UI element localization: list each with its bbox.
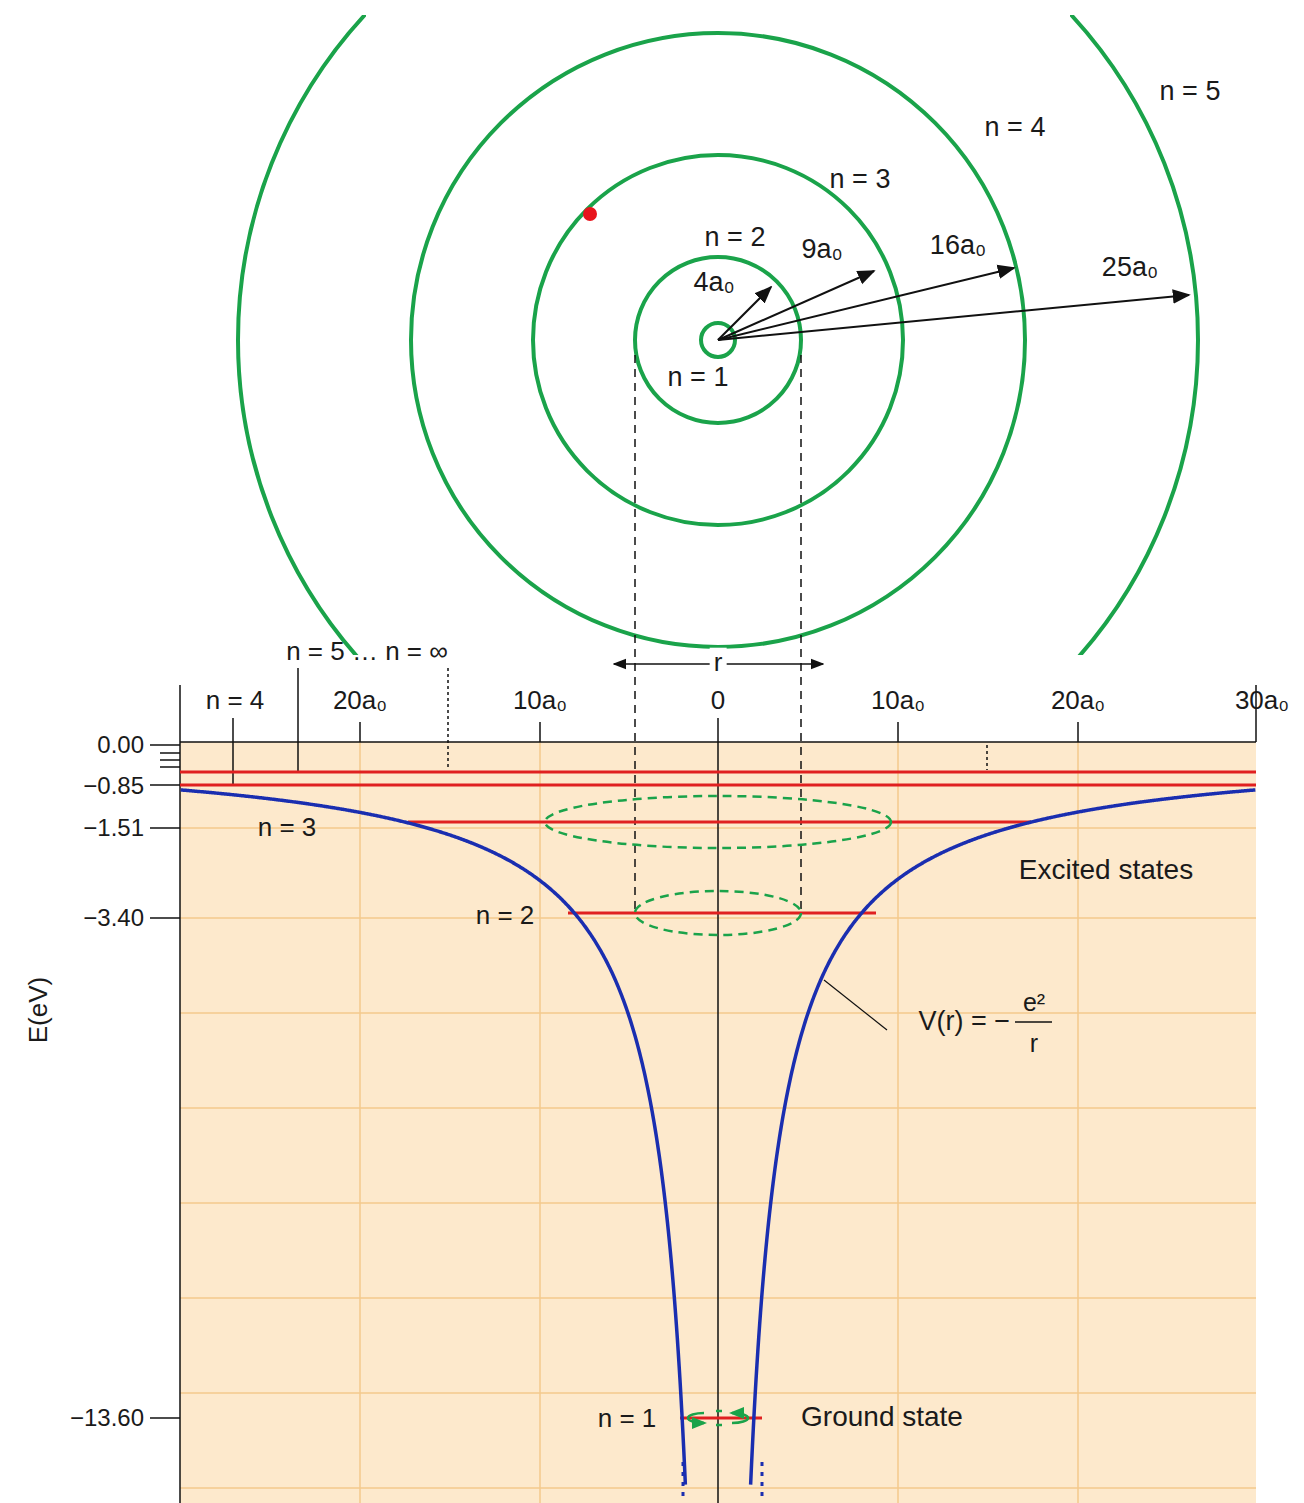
radius-label: 16a₀ [930, 231, 986, 261]
axis-tick-label: 30a₀ [1235, 686, 1289, 715]
region-label: Excited states [1019, 855, 1193, 886]
potential-curve-right [751, 790, 1256, 1485]
axis-tick-label: 20a₀ [333, 686, 387, 715]
axis-tick-label: 10a₀ [513, 686, 567, 715]
radius-symbol: r [710, 648, 727, 677]
ground-orbit [688, 1411, 748, 1425]
level-tick-label: n = 4 [206, 686, 265, 715]
curve-continuation [683, 1462, 762, 1500]
radius-label: 25a₀ [1102, 253, 1158, 283]
orbit-label: n = 3 [830, 165, 891, 195]
leader-line [824, 980, 887, 1030]
orbit-label: n = 4 [985, 113, 1046, 143]
fraction-bar [1015, 1021, 1052, 1023]
level-range-label: n = 5 … n = ∞ [286, 637, 448, 666]
axis-tick-label: 0 [711, 686, 725, 715]
orbit-label: n = 5 [1160, 77, 1221, 107]
formula-denominator: r [1030, 1030, 1038, 1058]
energy-value: 0.00 [97, 732, 144, 758]
axis-tick-label: 10a₀ [871, 686, 925, 715]
orbits [238, 0, 1198, 820]
state-label: Ground state [801, 1402, 963, 1433]
axis-title: E(eV) [24, 977, 53, 1043]
orbit-label: n = 2 [705, 223, 766, 253]
energy-levels [180, 772, 1256, 1418]
orbit-label: n = 1 [668, 363, 729, 393]
level-label: n = 2 [476, 901, 535, 930]
energy-value: −0.85 [83, 773, 144, 799]
axis-tick-label: 20a₀ [1051, 686, 1105, 715]
orbit-ellipses [545, 796, 891, 935]
formula-numerator: e² [1023, 989, 1045, 1017]
energy-value: −1.51 [83, 815, 144, 841]
projection-lines [635, 355, 801, 913]
level-label: n = 1 [598, 1404, 657, 1433]
radius-label: 9a₀ [801, 235, 842, 265]
potential-curve [181, 790, 1256, 1485]
energy-value: −3.40 [83, 905, 144, 931]
level-label: n = 3 [258, 813, 317, 842]
electron-dot [583, 207, 597, 221]
axes [150, 668, 1256, 1503]
potential-curve-left [181, 790, 686, 1485]
potential-formula: V(r) = − [918, 1007, 1010, 1037]
energy-value: −13.60 [70, 1405, 144, 1431]
radius-label: 4a₀ [693, 268, 734, 298]
